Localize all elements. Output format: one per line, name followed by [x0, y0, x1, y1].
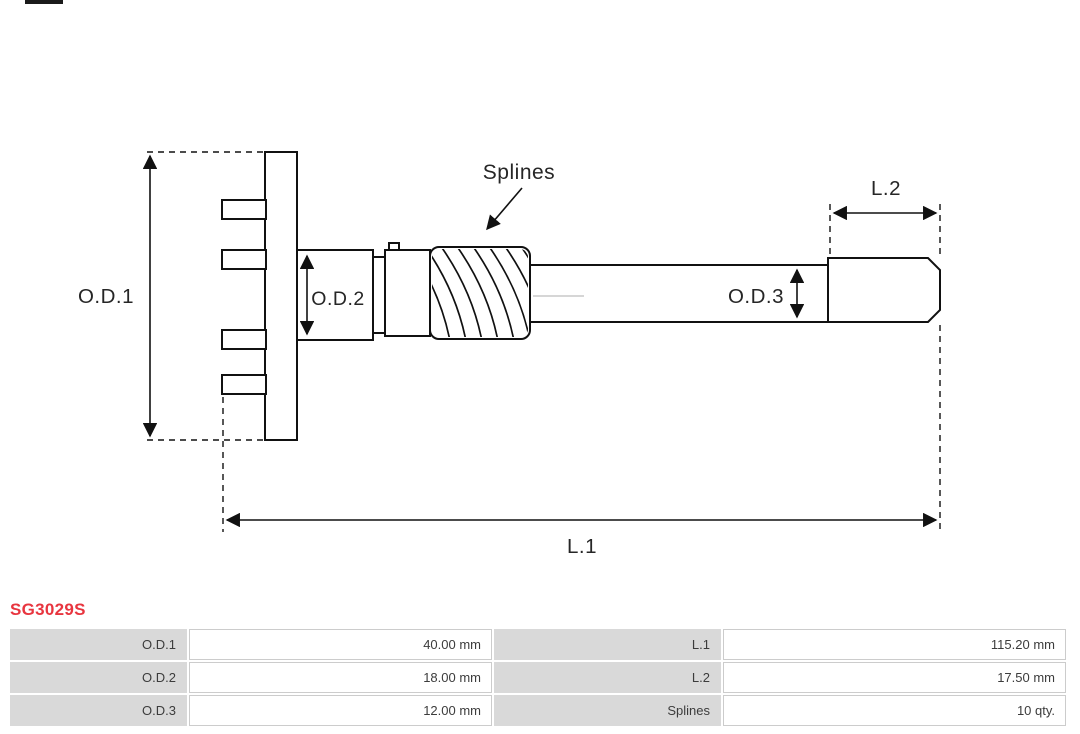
end-section	[827, 257, 941, 323]
spec-label-od1: O.D.1	[10, 629, 187, 660]
main-shaft	[529, 264, 829, 323]
spline-hatch	[432, 249, 528, 337]
spec-value-od2: 18.00 mm	[189, 662, 492, 693]
flange-plate	[264, 151, 298, 441]
flange-tab	[221, 199, 267, 220]
spec-label-l1: L.1	[494, 629, 721, 660]
splines-label: Splines	[483, 161, 555, 184]
spec-value-l2: 17.50 mm	[723, 662, 1066, 693]
l1-label: L.1	[567, 535, 597, 558]
flange-tabs	[221, 199, 267, 395]
table-row: O.D.3 12.00 mm Splines 10 qty.	[10, 695, 1066, 726]
spec-value-od1: 40.00 mm	[189, 629, 492, 660]
od2-label: O.D.2	[311, 288, 364, 310]
table-row: O.D.1 40.00 mm L.1 115.20 mm	[10, 629, 1066, 660]
spec-table: O.D.1 40.00 mm L.1 115.20 mm O.D.2 18.00…	[8, 627, 1066, 728]
spec-label-od2: O.D.2	[10, 662, 187, 693]
part-number: SG3029S	[10, 600, 86, 619]
spec-value-splines: 10 qty.	[723, 695, 1066, 726]
flange-tab	[221, 249, 267, 270]
spec-label-od3: O.D.3	[10, 695, 187, 726]
l2-label: L.2	[871, 177, 901, 200]
technical-drawing: O.D.1 O.D.2 O.D.3 L.2 L.1 Splines	[78, 151, 941, 558]
spec-label-l2: L.2	[494, 662, 721, 693]
od3-label: O.D.3	[728, 285, 784, 308]
splines-callout-arrow	[486, 187, 523, 231]
logo-remnant	[25, 0, 63, 4]
flange-tab	[221, 374, 267, 395]
spec-value-od3: 12.00 mm	[189, 695, 492, 726]
shaft-drawing-svg: O.D.1 O.D.2 O.D.3 L.2 L.1 Splines	[78, 151, 941, 558]
od1-label: O.D.1	[78, 285, 134, 308]
spec-table-grid: O.D.1 40.00 mm L.1 115.20 mm O.D.2 18.00…	[8, 627, 1068, 728]
flange-tab	[221, 329, 267, 350]
dimensions: O.D.1 O.D.2 O.D.3 L.2 L.1 Splines	[78, 151, 941, 558]
spec-label-splines: Splines	[494, 695, 721, 726]
washer-ring	[372, 256, 386, 334]
spec-value-l1: 115.20 mm	[723, 629, 1066, 660]
table-row: O.D.2 18.00 mm L.2 17.50 mm	[10, 662, 1066, 693]
step-collar	[384, 249, 431, 337]
collar-nub	[388, 242, 400, 251]
